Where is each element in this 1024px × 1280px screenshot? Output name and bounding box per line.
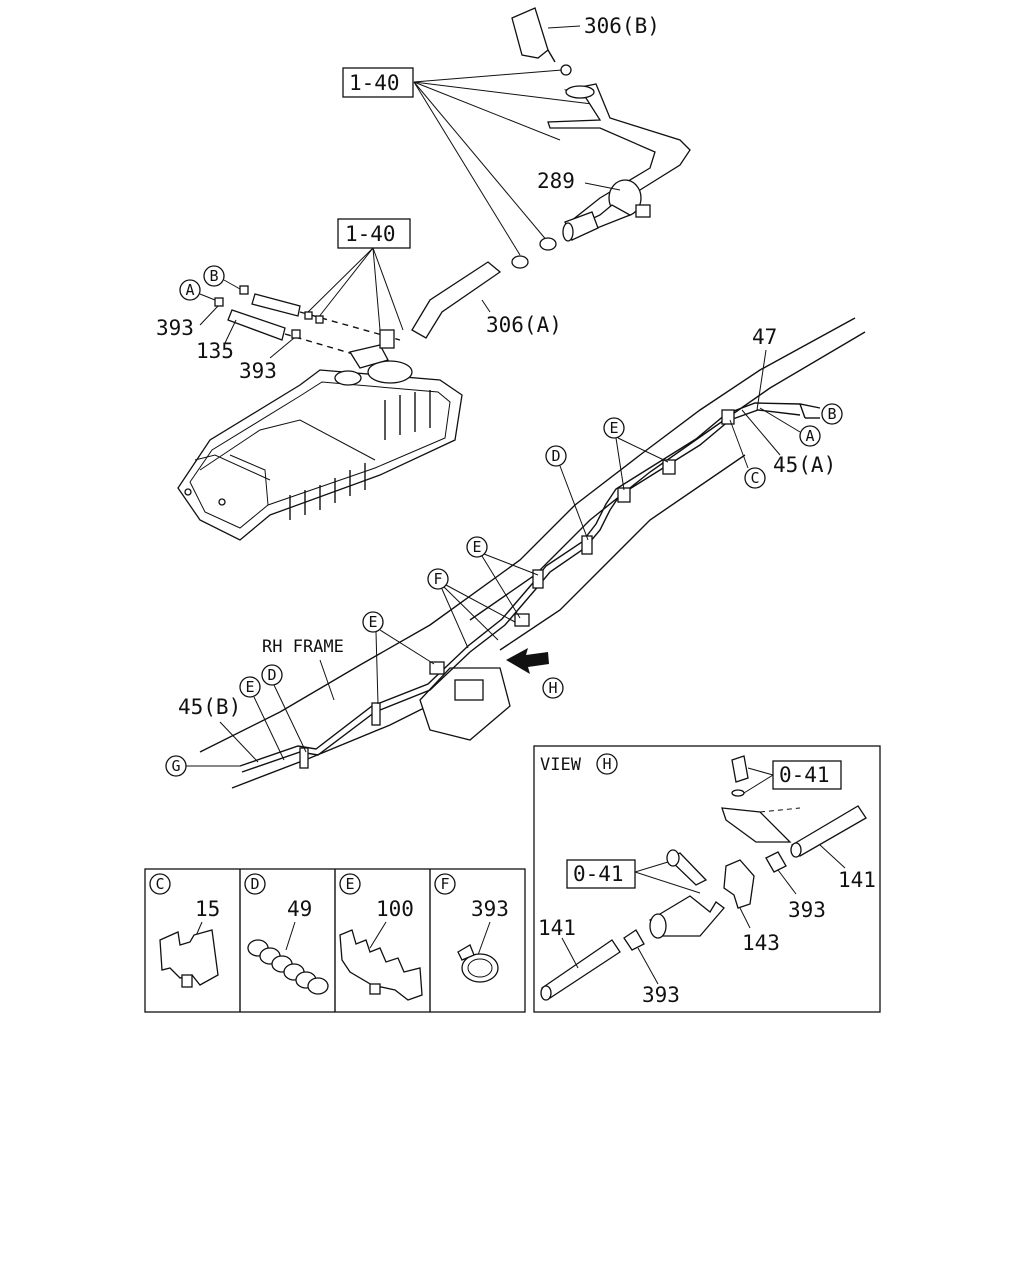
panel-d-part: 49: [287, 897, 312, 921]
filler-neck-assembly: 306(B) 1-40 289: [342, 7, 691, 269]
circle-letter-f: F: [433, 570, 442, 588]
label-306a: 306(A): [486, 313, 562, 337]
filter-bracket-143: [723, 859, 755, 909]
circle-letter-a-frame: A: [805, 427, 814, 445]
label-47: 47: [752, 325, 777, 349]
fuel-tank: [177, 369, 463, 541]
breather-hose-135: [227, 309, 286, 341]
view-h-arrow: [506, 648, 549, 674]
panel-e-letter: E: [345, 875, 354, 893]
view-h-label-141-left: 141: [538, 916, 576, 940]
frame-and-fuel-lines: 47 B A 45(A) C E D E F E RH FRAME: [165, 317, 866, 789]
circle-letter-a: A: [185, 281, 194, 299]
ref-box-1-40-top: [342, 67, 414, 98]
circle-letter-b: B: [209, 267, 218, 285]
label-rh-frame: RH FRAME: [262, 637, 344, 657]
clip-49: [247, 939, 329, 995]
ref-box-0-41-top: [772, 760, 842, 790]
view-h-letter: H: [602, 755, 611, 773]
fuel-tank-assembly: 1-40 306(A) B A 393 135 393: [156, 218, 562, 541]
vent-hose: [251, 293, 301, 317]
label-45a: 45(A): [773, 453, 836, 477]
panel-d-letter: D: [250, 875, 259, 893]
filler-hose-306b: [511, 7, 549, 59]
view-h-ref-top: 0-41: [779, 763, 830, 787]
hose-clamp-393: [461, 953, 499, 983]
ref-label-1-40-top: 1-40: [349, 71, 400, 95]
circle-letter-e-3: E: [368, 613, 377, 631]
ref-label-1-40-mid: 1-40: [345, 222, 396, 246]
ref-box-1-40-mid: [337, 218, 411, 249]
clip-100: [339, 929, 423, 1001]
clip-detail-panels: C 15 D 49 E 100 F 393: [144, 868, 526, 1013]
view-h-panel: VIEW H 0-41 141 393 143 0-41: [533, 745, 881, 1013]
fuel-sender-unit: [367, 360, 413, 384]
cross-member: [419, 667, 511, 741]
panel-c-part: 15: [195, 897, 220, 921]
fuel-line-45: [241, 409, 801, 773]
ref-box-0-41-mid: [566, 859, 636, 889]
circle-letter-e-1: E: [609, 419, 618, 437]
circle-letter-h-frame: H: [548, 679, 557, 697]
circle-letter-e-4: E: [245, 678, 254, 696]
circle-letter-g: G: [171, 757, 180, 775]
circle-letter-b-frame: B: [827, 405, 836, 423]
circle-letter-d-2: D: [267, 666, 276, 684]
label-135: 135: [196, 339, 234, 363]
label-393-tank-right: 393: [239, 359, 277, 383]
rh-frame-rail: [199, 317, 856, 753]
mounting-bracket: [721, 807, 792, 843]
clip-15: [159, 929, 219, 986]
panel-e-part: 100: [376, 897, 414, 921]
fuel-hose-306a: [411, 261, 502, 339]
bolt-top: [731, 755, 749, 783]
label-45b: 45(B): [178, 695, 241, 719]
view-h-label-393-left: 393: [642, 983, 680, 1007]
circle-letter-e-2: E: [472, 538, 481, 556]
panel-f-letter: F: [440, 875, 449, 893]
circle-letter-d-1: D: [551, 447, 560, 465]
panel-c-letter: C: [155, 875, 164, 893]
circle-letter-c-frame: C: [750, 469, 759, 487]
view-h-label-393-right: 393: [788, 898, 826, 922]
view-h-title: VIEW: [540, 755, 582, 775]
fuel-filter: [649, 895, 725, 937]
view-h-label-141-right: 141: [838, 868, 876, 892]
label-393-tank-left: 393: [156, 316, 194, 340]
panel-f-part: 393: [471, 897, 509, 921]
view-h-ref-mid: 0-41: [573, 862, 624, 886]
label-306b: 306(B): [584, 14, 660, 38]
label-289: 289: [537, 169, 575, 193]
view-h-label-143: 143: [742, 931, 780, 955]
